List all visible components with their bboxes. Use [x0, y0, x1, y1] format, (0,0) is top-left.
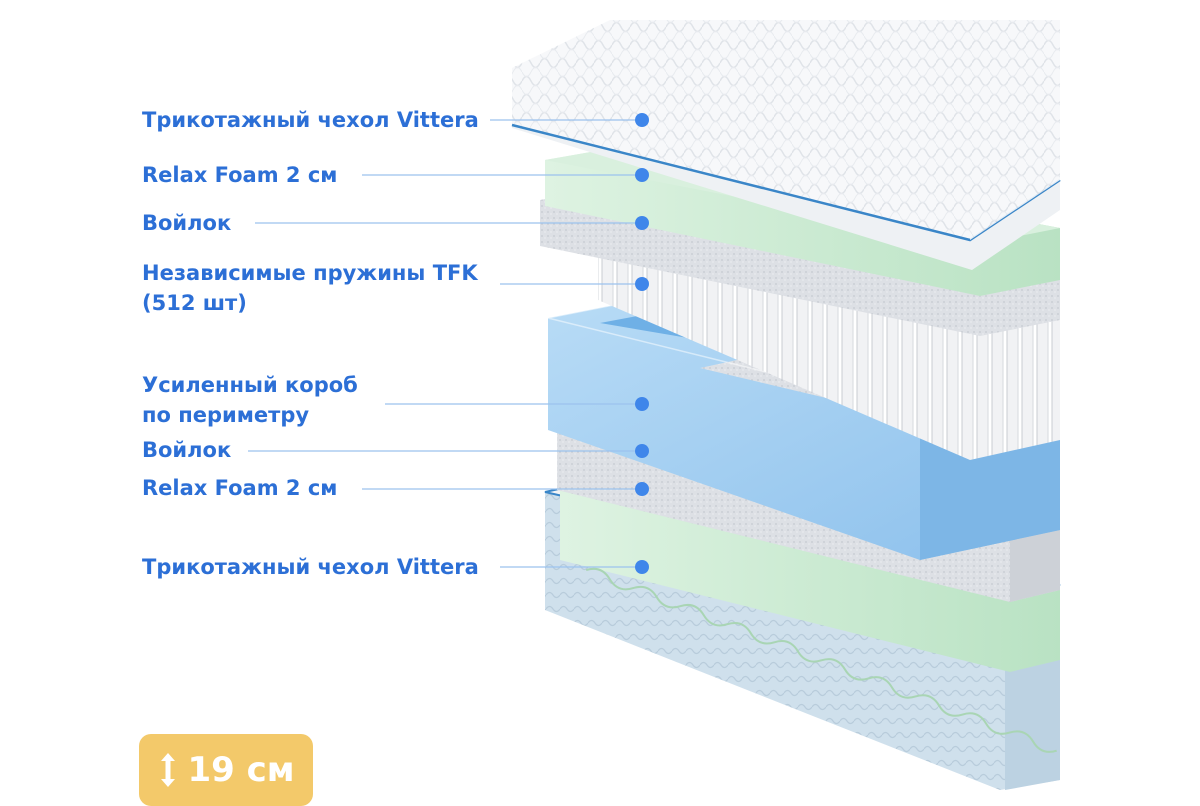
layer-label-bottom-felt: Войлок [142, 438, 232, 462]
dot-springs [635, 277, 649, 291]
layer-label-bottom-cover: Трикотажный чехол Vittera [142, 555, 479, 579]
layer-label-line: Независимые пружины TFK [142, 261, 478, 285]
height-badge: 19 см [139, 734, 313, 806]
layer-label-line: по периметру [142, 403, 310, 427]
dot-top-felt [635, 216, 649, 230]
height-value: 19 см [187, 750, 295, 790]
dot-top-foam [635, 168, 649, 182]
dot-bottom-cover [635, 560, 649, 574]
layer-label-line: Усиленный короб [142, 373, 358, 397]
dot-bottom-foam [635, 482, 649, 496]
dot-top-cover [635, 113, 649, 127]
leader-lines [248, 119, 640, 568]
dot-box [635, 397, 649, 411]
layer-label-top-felt: Войлок [142, 211, 232, 235]
layer-label-top-cover: Трикотажный чехол Vittera [142, 108, 479, 132]
layer-label-perimeter-box: Усиленный короб по периметру [142, 370, 358, 430]
dot-bottom-felt [635, 444, 649, 458]
layer-dots [635, 113, 649, 574]
vertical-double-arrow-icon [161, 753, 176, 787]
layer-label-pocket-springs: Независимые пружины TFK (512 шт) [142, 258, 478, 318]
layer-label-line: (512 шт) [142, 291, 247, 315]
layer-label-top-relax-foam: Relax Foam 2 см [142, 163, 338, 187]
layer-label-bottom-relax-foam: Relax Foam 2 см [142, 476, 338, 500]
top-cover-layer [511, 20, 1061, 270]
